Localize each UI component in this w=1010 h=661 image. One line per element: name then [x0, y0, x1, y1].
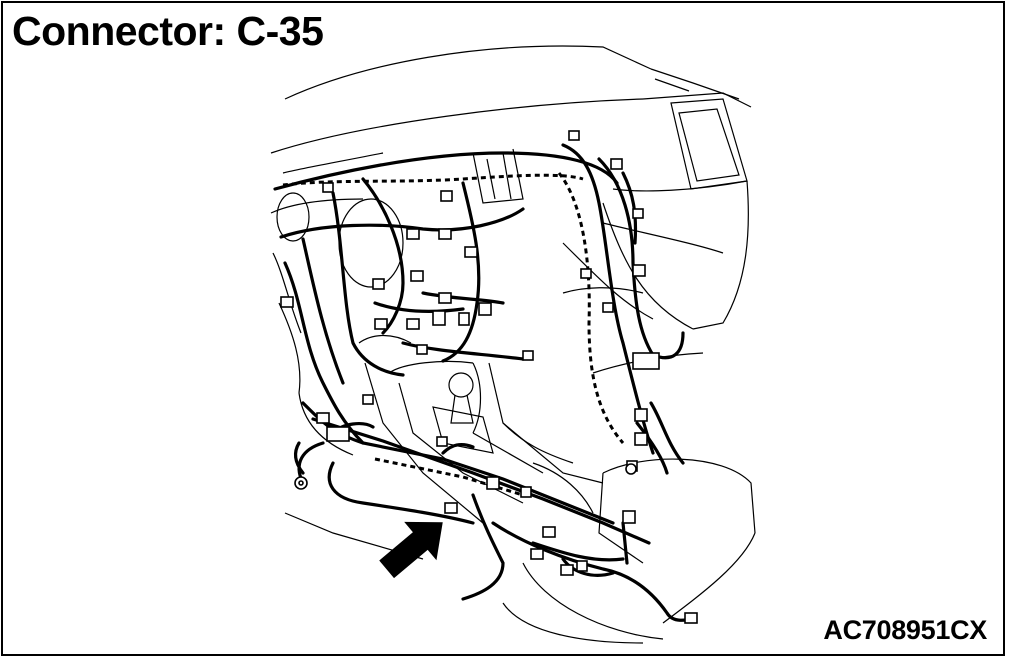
arrow-icon — [379, 521, 443, 579]
connector-title: Connector: C-35 — [12, 8, 324, 54]
dashboard-harness-drawing — [270, 45, 756, 644]
figure-id: AC708951CX — [823, 615, 987, 645]
wire-harness — [273, 143, 695, 622]
connector-blocks — [280, 130, 698, 624]
taped-harness — [282, 172, 625, 497]
ground-terminal — [294, 463, 637, 490]
